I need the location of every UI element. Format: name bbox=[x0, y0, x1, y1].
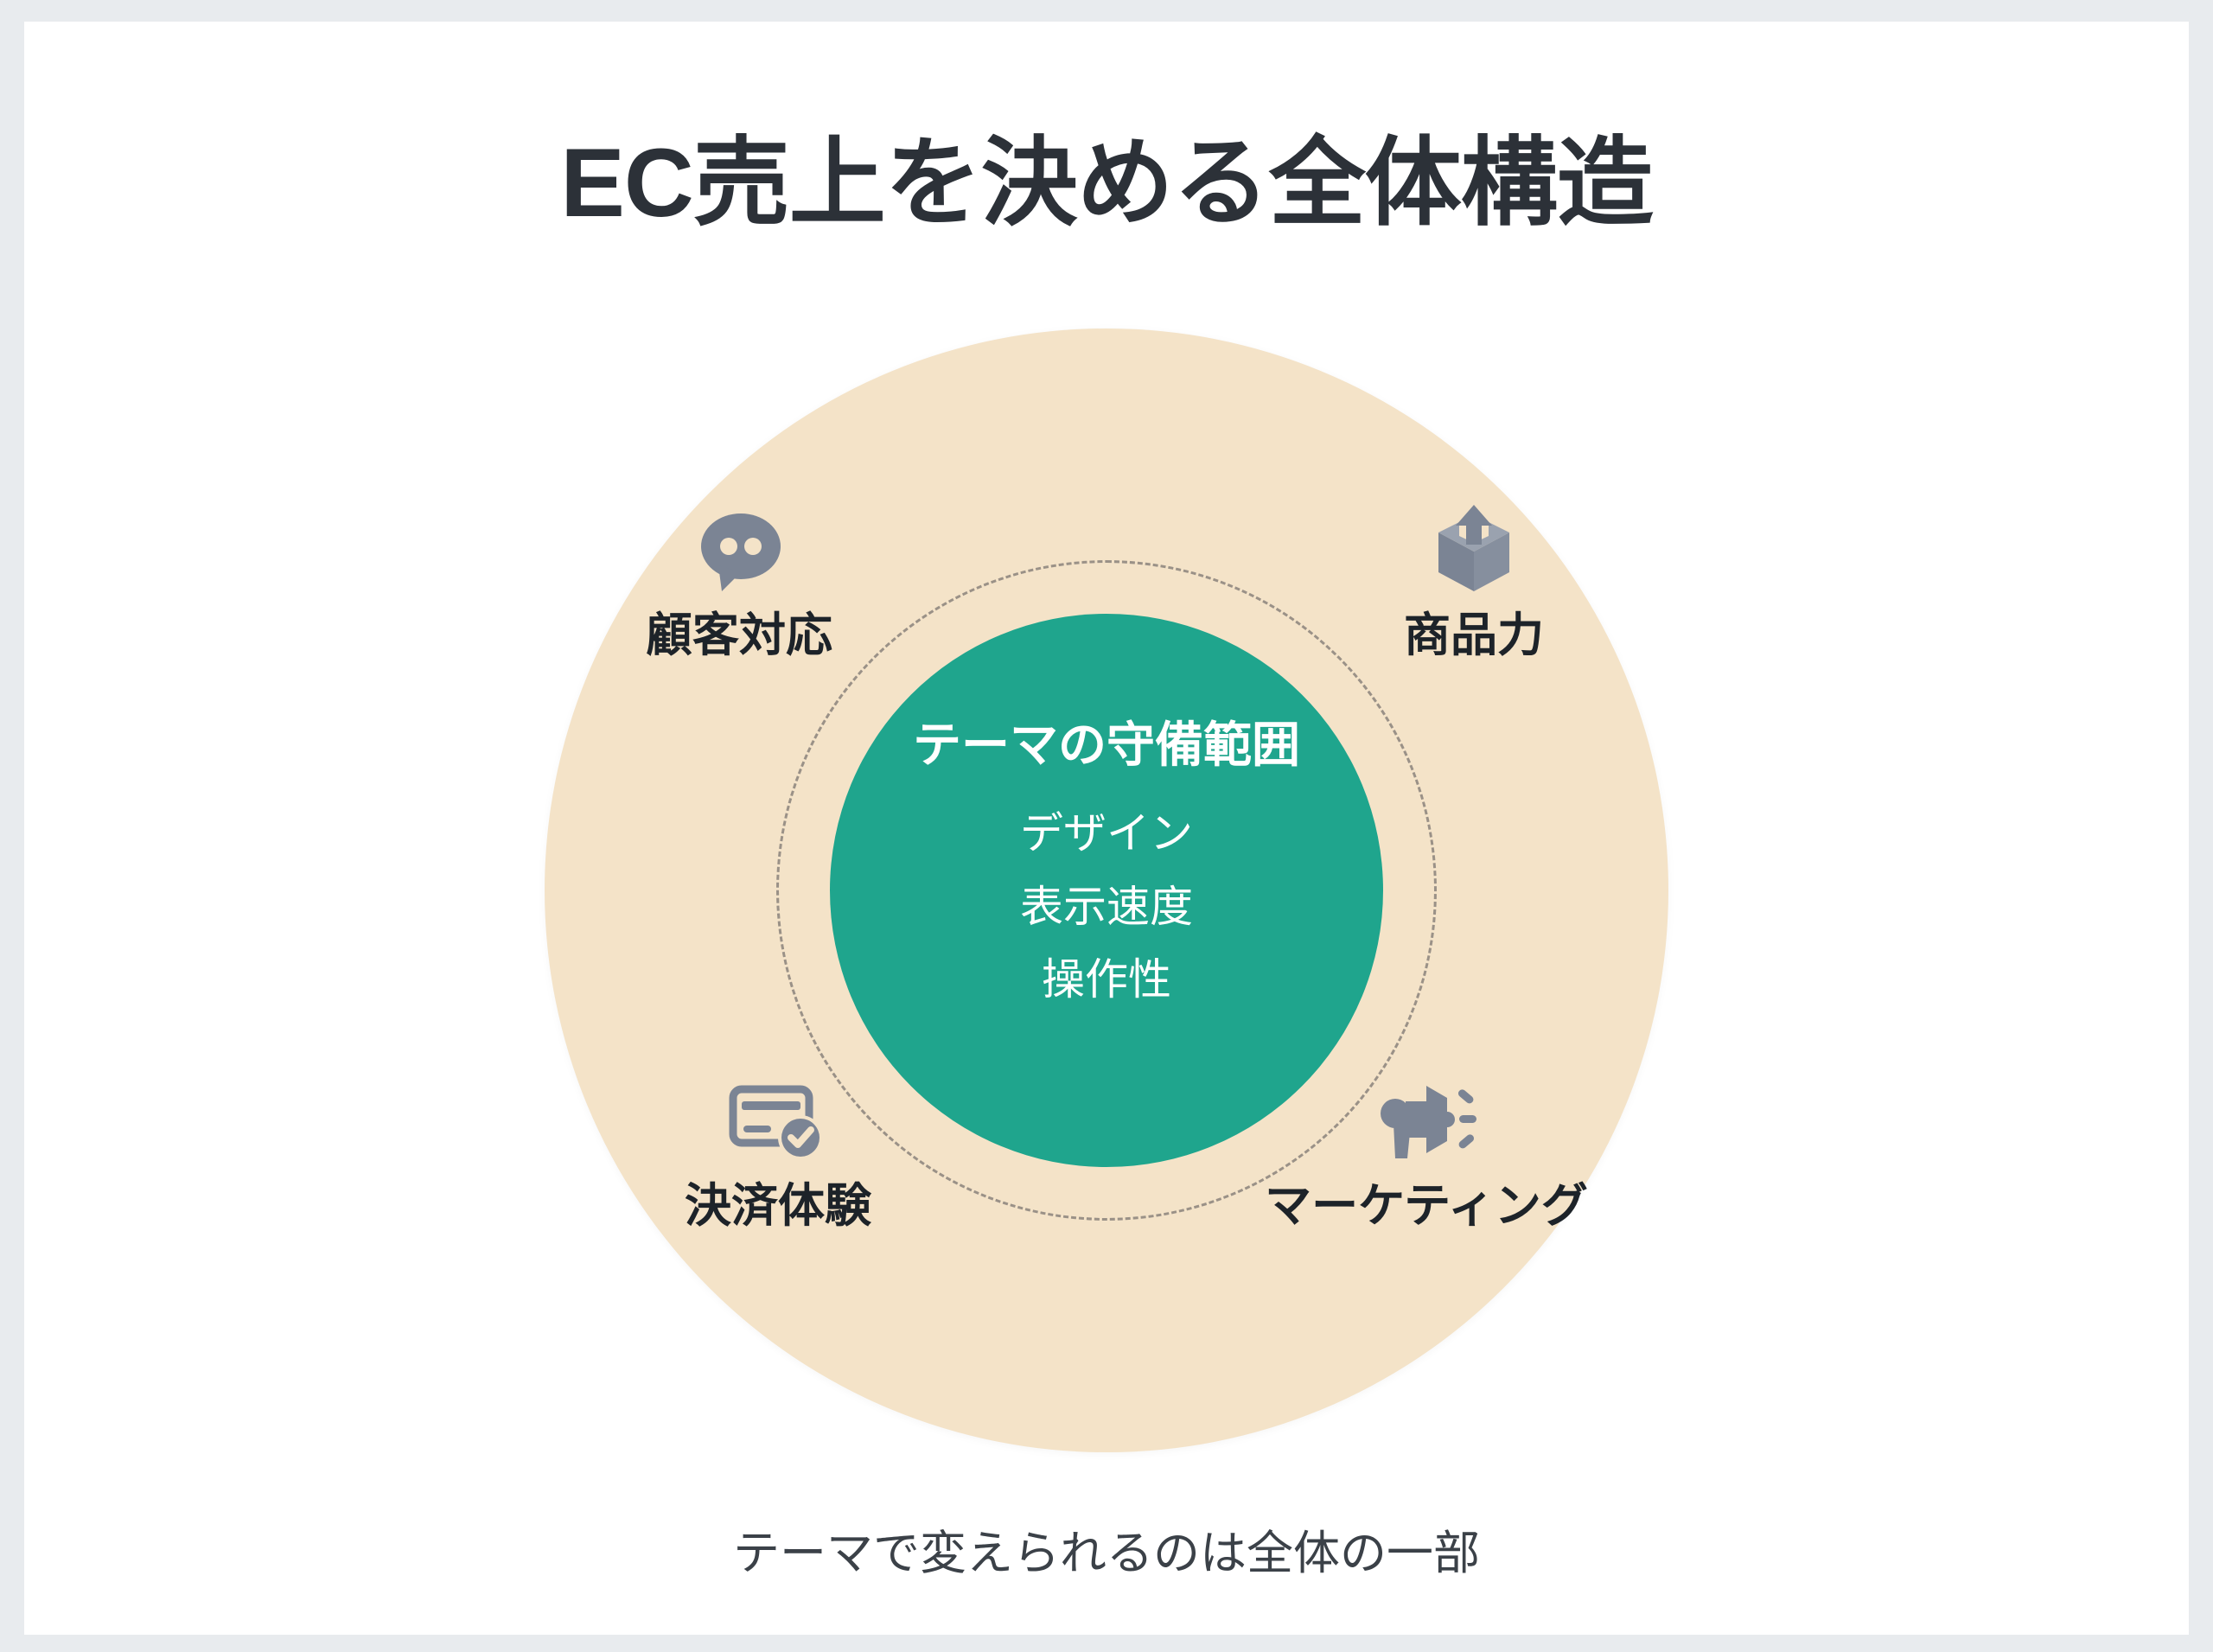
slide-canvas: EC売上を決める全体構造 テーマの守備範囲 デザイン 表示速度 操作性 顧客対応 bbox=[24, 22, 2189, 1635]
pillar-marketing: マーケティング bbox=[1262, 1072, 1591, 1232]
theme-scope-item-usability: 操作性 bbox=[1042, 955, 1171, 1005]
theme-scope-circle: テーマの守備範囲 デザイン 表示速度 操作性 bbox=[830, 614, 1383, 1167]
pillar-customer-support: 顧客対応 bbox=[575, 501, 903, 661]
pillar-label: 顧客対応 bbox=[646, 609, 832, 661]
speech-bubble-icon bbox=[692, 501, 786, 595]
pillar-label: 商品力 bbox=[1404, 609, 1544, 661]
credit-card-check-icon bbox=[726, 1072, 830, 1165]
pillar-label: 決済体験 bbox=[685, 1180, 871, 1232]
theme-scope-item-design: デザイン bbox=[1020, 809, 1193, 858]
pillar-product-strength: 商品力 bbox=[1310, 501, 1638, 661]
package-box-up-arrow-icon bbox=[1426, 501, 1521, 595]
page-title: EC売上を決める全体構造 bbox=[560, 129, 1654, 237]
pillar-label: マーケティング bbox=[1265, 1180, 1588, 1232]
pillar-payment-experience: 決済体験 bbox=[614, 1072, 942, 1232]
slide-caption: テーマで変えられるのは全体の一部 bbox=[733, 1528, 1480, 1579]
theme-scope-item-speed: 表示速度 bbox=[1020, 882, 1193, 931]
dashed-boundary-ring bbox=[776, 560, 1437, 1221]
megaphone-icon bbox=[1373, 1072, 1480, 1165]
ec-structure-diagram: テーマの守備範囲 デザイン 表示速度 操作性 顧客対応 bbox=[545, 328, 1668, 1452]
theme-scope-heading: テーマの守備範囲 bbox=[913, 718, 1300, 772]
